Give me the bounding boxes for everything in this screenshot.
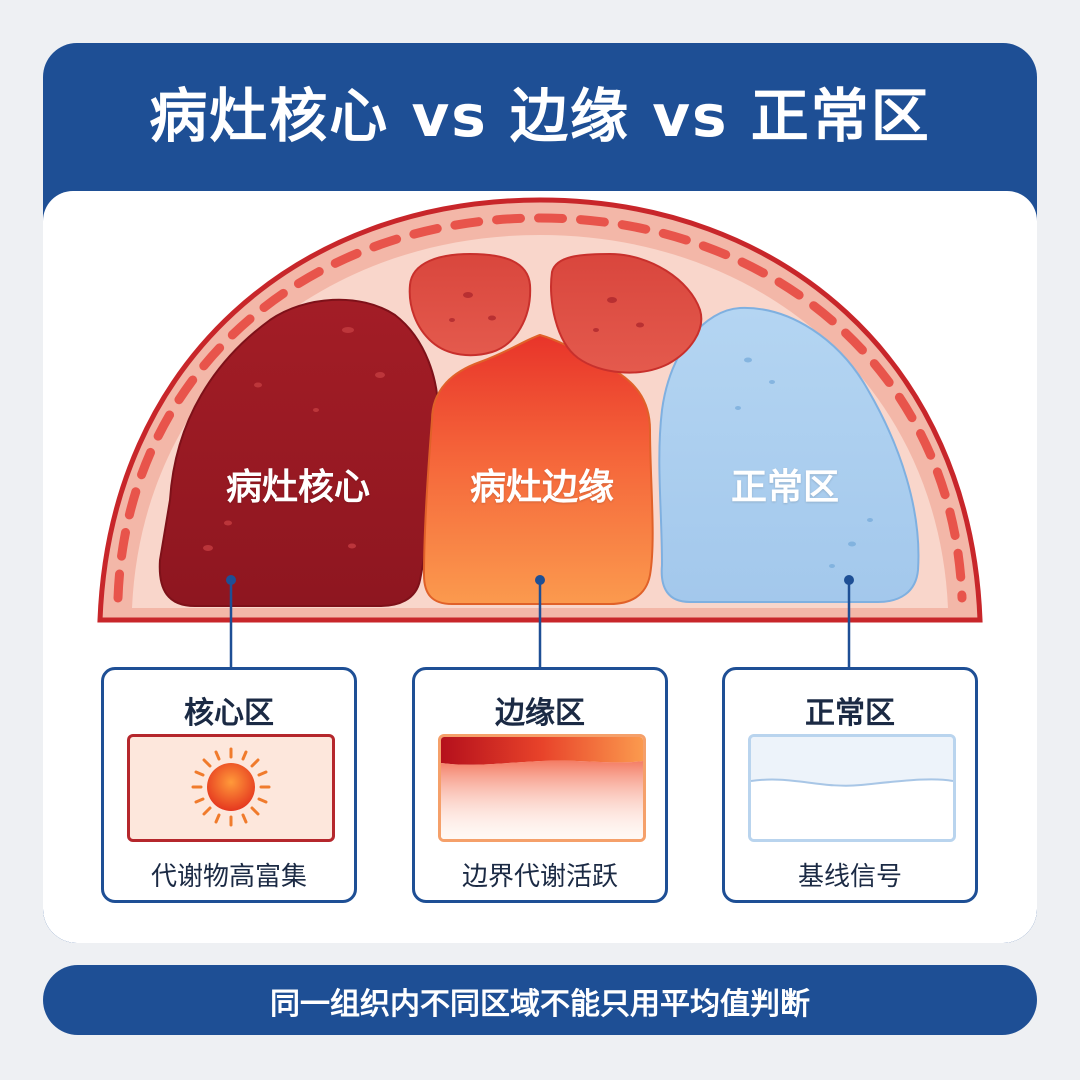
panel-normal-description: 基线信号 [797,862,902,892]
panel-core-title: 核心区 [184,696,274,731]
tissue-membrane-dashes [113,213,967,603]
panel-core-description: 代谢物高富集 [150,862,307,892]
panel-normal: 正常区 基线信号 [722,667,978,903]
lobe-speckles [449,292,644,332]
region-label-core: 病灶核心 [225,467,370,508]
panel-core-image [127,734,335,842]
normal-speckles [735,357,873,568]
gradient-wave-icon [441,737,643,839]
panel-edge-description: 边界代谢活跃 [461,862,618,892]
footer-text: 同一组织内不同区域不能只用平均值判断 [270,987,810,1022]
region-top-lobe-right [550,252,703,374]
panel-core: 核心区 [101,667,357,903]
panel-edge: 边缘区 边界代谢活跃 [412,667,668,903]
footer-banner: 同一组织内不同区域不能只用平均值判断 [43,965,1037,1035]
panel-edge-image [438,734,646,842]
panel-normal-image [748,734,956,842]
flat-wave-icon [751,737,953,839]
page-title: 病灶核心 vs 边缘 vs 正常区 [149,82,931,150]
region-normal-shape [658,306,920,603]
core-speckles [203,327,385,551]
connector-lines [229,580,851,667]
connector-dots [226,575,854,585]
panel-normal-title: 正常区 [805,696,895,731]
panel-edge-title: 边缘区 [495,696,585,731]
region-label-normal: 正常区 [730,467,839,508]
sun-icon [191,747,271,827]
region-label-edge: 病灶边缘 [469,467,614,508]
region-edge-shape [422,333,654,605]
region-top-lobe-left [408,252,532,357]
